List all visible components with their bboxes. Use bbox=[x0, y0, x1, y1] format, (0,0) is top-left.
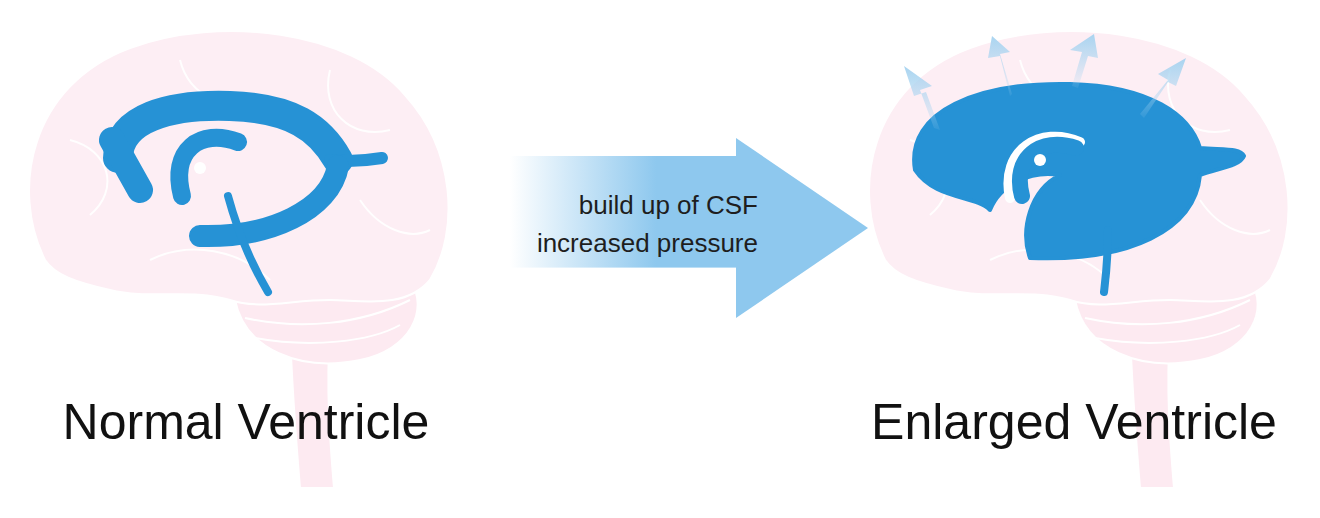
arrow-caption: build up of CSF increased pressure bbox=[468, 186, 758, 262]
brain-caption: Enlarged Ventricle bbox=[871, 392, 1277, 452]
arrow-node: build up of CSF increased pressure bbox=[470, 138, 868, 318]
brain-caption: Normal Ventricle bbox=[63, 392, 430, 452]
